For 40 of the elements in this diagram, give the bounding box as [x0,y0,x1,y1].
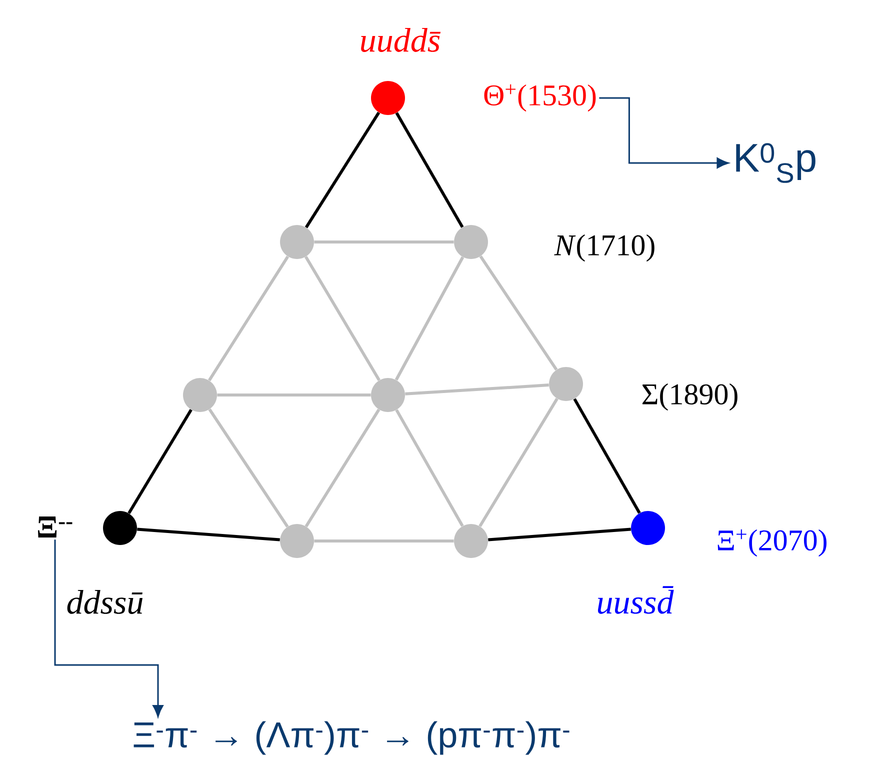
line [394,256,464,381]
decay-product-label: K$^{0}$$_{S}$p [736,143,816,183]
dot [631,511,665,545]
quark-content-label: ddssū [67,590,142,614]
line [217,394,371,396]
line [479,255,558,371]
line [395,112,464,228]
line [128,408,192,514]
line [304,408,380,528]
line [314,240,454,244]
line [395,409,464,527]
dot [454,524,488,558]
line [488,528,631,542]
line [314,540,454,542]
dot [549,367,583,401]
line [208,408,289,528]
quark-content-label: uussd̄ [598,586,674,614]
arrow [599,97,729,168]
line [208,256,290,382]
line [478,398,558,528]
particle-label: Ξ$^{+}$(2070) [718,529,826,557]
dot [280,524,314,558]
dot [454,225,488,259]
line [304,112,380,228]
quark-content-label: uudds̄ [361,28,441,52]
line [573,398,641,514]
dot [183,378,217,412]
particle-label: N(1710) [554,234,654,262]
particle-label: Ξ$^{--}$ [38,516,72,538]
line [405,384,549,396]
line [137,528,280,542]
dot [103,511,137,545]
dot [371,378,405,412]
dot [280,225,314,259]
line [304,256,380,381]
dot [371,81,405,115]
decay-chain-label: Ξ$^{-}$π$^{-}$ → (Λπ$^{-}$)π$^{-}$ → (pπ$^{-}$π$^{-}$)π$^{-}$ [134,721,570,755]
particle-label: Θ$^{+}$(1530) [484,84,596,112]
arrow [54,540,164,718]
particle-label: Σ(1890) [642,383,738,411]
